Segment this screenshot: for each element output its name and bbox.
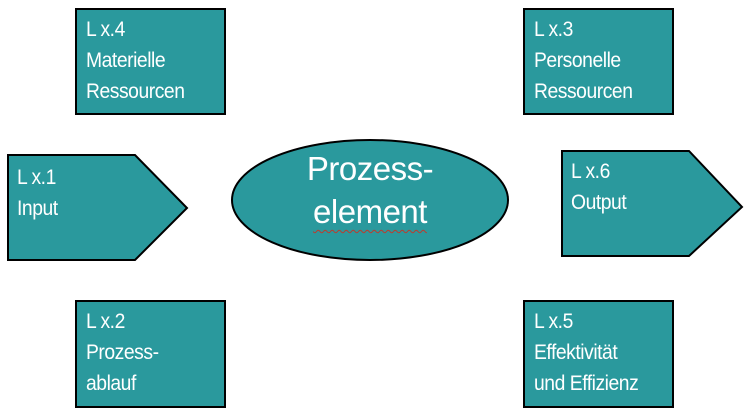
process-element-label: Prozess- element [290, 147, 450, 233]
output-arrow-shape[interactable] [561, 150, 744, 257]
box-title-line1: Effektivität [534, 341, 618, 364]
box-process-flow[interactable]: L x.2 Prozess- ablauf [75, 300, 226, 408]
box-material-resources[interactable]: L x.4 Materielle Ressourcen [75, 8, 226, 115]
box-id: L x.2 [86, 310, 125, 333]
process-element-line2: element [313, 193, 427, 230]
box-title-line1: Materielle [86, 49, 166, 72]
box-personnel-resources[interactable]: L x.3 Personelle Ressourcen [523, 8, 674, 115]
output-title: Output [571, 191, 627, 214]
box-id: L x.4 [86, 18, 125, 41]
input-title: Input [17, 197, 58, 220]
box-title-line2: und Effizienz [534, 372, 639, 395]
box-title-line2: ablauf [86, 372, 136, 395]
box-title-line1: Personelle [534, 49, 621, 72]
box-effectiveness-efficiency[interactable]: L x.5 Effektivität und Effizienz [523, 300, 674, 408]
input-id: L x.1 [17, 166, 56, 189]
box-title-line1: Prozess- [86, 341, 159, 364]
input-arrow-shape[interactable] [7, 154, 189, 261]
input-label: L x.1 Input [17, 162, 61, 224]
process-element-ellipse[interactable] [231, 139, 509, 261]
process-element-line1: Prozess- [306, 150, 434, 187]
box-id: L x.5 [534, 310, 573, 333]
box-id: L x.3 [534, 18, 573, 41]
box-title-line2: Ressourcen [534, 80, 633, 103]
output-label: L x.6 Output [571, 156, 631, 218]
box-title-line2: Ressourcen [86, 80, 185, 103]
output-id: L x.6 [571, 160, 610, 183]
